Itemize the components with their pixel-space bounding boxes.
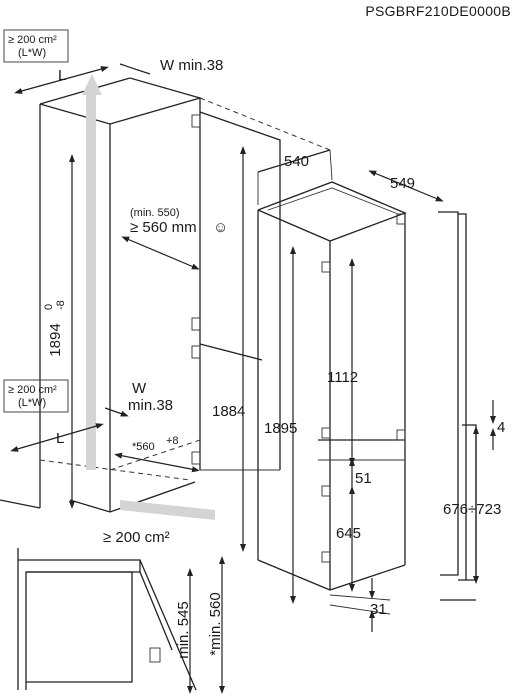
appliance-body (257, 181, 407, 591)
door-profile (438, 211, 477, 601)
niche-cabinet (0, 77, 331, 513)
vent-top-area: ≥ 200 cm² (8, 34, 57, 46)
dim-min560: *min. 560 (207, 592, 224, 655)
dim-depth-549: 549 (390, 175, 415, 192)
airflow-arrow (82, 74, 215, 520)
dim-h-645: 645 (336, 525, 361, 542)
vent-bottom-area: ≥ 200 cm² (8, 384, 57, 396)
vent-top-lw: (L*W) (18, 47, 46, 59)
dim-door-gap-4: 4 (497, 419, 505, 436)
label-ge560: ≥ 560 mm (130, 219, 197, 236)
vent-top-label: ≥ 200 cm² (L*W) (3, 29, 69, 63)
dim-width-560-tol: +8 (166, 435, 179, 447)
dim-W-min-top: W min.38 (160, 57, 223, 74)
dim-L-bottom: L (56, 430, 64, 447)
dim-h-51: 51 (355, 470, 372, 487)
dim-min545: min. 545 (175, 601, 192, 659)
vent-bottom-lw: (L*W) (18, 397, 46, 409)
model-code: PSGBRF210DE0000B (365, 3, 511, 19)
dim-height-1895: 1895 (264, 420, 297, 437)
niche-height-tol-bottom: -8 (55, 300, 67, 310)
vent-floor-label: ≥ 200 cm² (103, 529, 170, 546)
niche-height-value: 1894 (47, 323, 64, 356)
niche-height-tol-top: 0 (43, 304, 55, 310)
dim-width-560: *560 (132, 441, 155, 453)
vent-bottom-label: ≥ 200 cm² (L*W) (3, 379, 69, 413)
dim-W-bottom-min: min.38 (128, 397, 173, 414)
dim-height-1884: 1884 (212, 403, 245, 420)
dim-door-range: 676÷723 (443, 501, 501, 518)
smile-icon: ☺ (213, 219, 228, 236)
dim-L-top: L (58, 67, 66, 84)
dim-h-31: 31 (370, 601, 387, 618)
dim-depth-540: 540 (284, 153, 309, 170)
dim-niche-height: 1894 0 -8 (43, 300, 67, 356)
detail-top-view (17, 548, 197, 691)
label-min550: (min. 550) (130, 207, 180, 219)
dim-h-1112: 1112 (327, 369, 358, 386)
dim-W-bottom: W (132, 380, 147, 397)
